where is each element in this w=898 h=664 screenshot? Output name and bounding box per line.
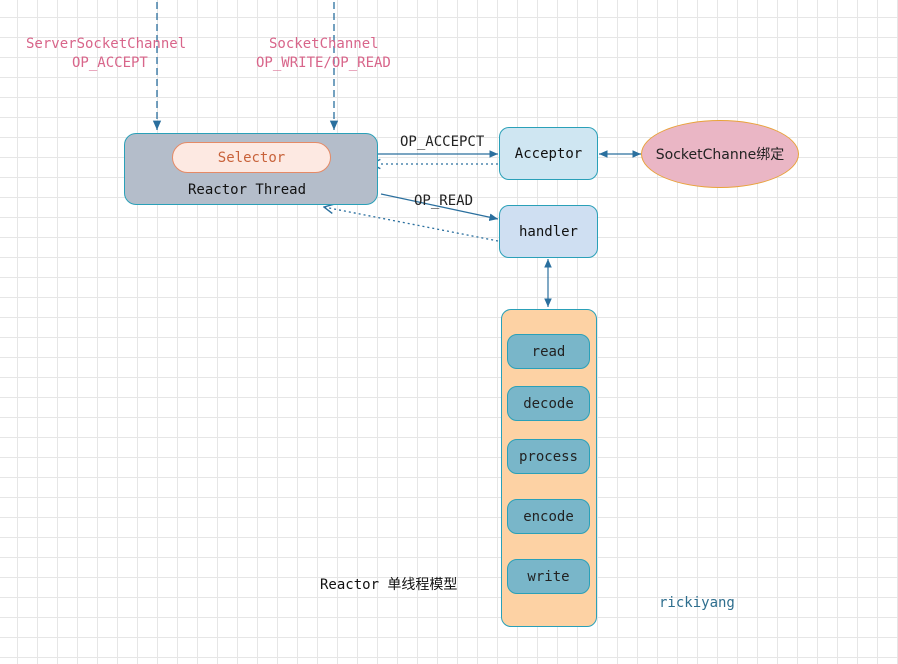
- diagram-caption: Reactor 单线程模型: [320, 577, 458, 593]
- selector-box[interactable]: Selector: [172, 142, 331, 173]
- socket-channel-label: SocketChannel: [269, 36, 379, 52]
- reactor-to-handler-arrow: [380, 193, 499, 221]
- handler-box[interactable]: handler: [499, 205, 598, 258]
- step-decode[interactable]: decode: [507, 386, 590, 421]
- step-encode[interactable]: encode: [507, 499, 590, 534]
- step-process[interactable]: process: [507, 439, 590, 474]
- step-write[interactable]: write: [507, 559, 590, 594]
- op-acceptct-label: OP_ACCEPCT: [400, 134, 485, 150]
- server-socket-channel-label: ServerSocketChannel: [26, 36, 187, 52]
- author-label: rickiyang: [659, 595, 735, 611]
- handler-to-reactor-dotted-arrow: [324, 207, 499, 242]
- op-accept-label: OP_ACCEPT: [72, 55, 148, 71]
- op-write-read-label: OP_WRITE/OP_READ: [256, 55, 391, 71]
- op-read-label: OP_READ: [414, 193, 474, 209]
- acceptor-box[interactable]: Acceptor: [499, 127, 598, 180]
- step-read[interactable]: read: [507, 334, 590, 369]
- reactor-thread-label: Reactor Thread: [188, 182, 307, 198]
- socketchannel-bind-ellipse[interactable]: SocketChanne绑定: [641, 120, 799, 188]
